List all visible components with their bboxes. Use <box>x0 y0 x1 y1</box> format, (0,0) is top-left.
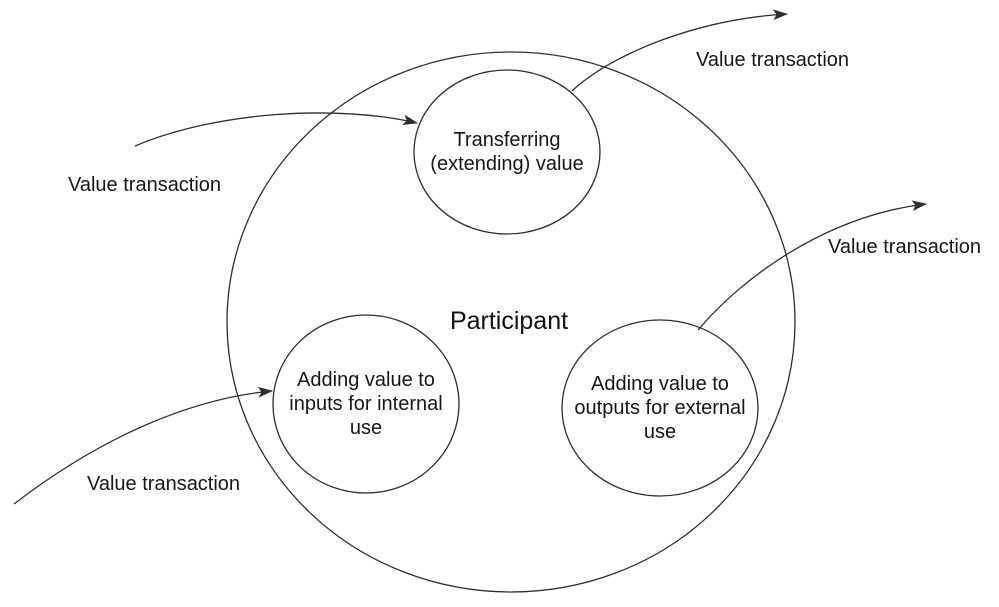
node-circle-transferring-value <box>413 69 601 235</box>
edge-label-outgoing-top-right: Value transaction <box>696 49 850 71</box>
node-circle-adding-value-external <box>561 319 759 497</box>
edge-label-incoming-bottom-left: Value transaction <box>87 473 241 495</box>
edge-incoming-bottom-left-arrow <box>13 386 274 505</box>
node-circle-adding-value-internal <box>272 314 460 494</box>
edge-outgoing-right-arrow <box>697 200 928 331</box>
node-label-adding-value-external: Adding value to outputs for external use <box>574 373 746 443</box>
node-label-adding-value-internal: Adding value to inputs for internal use <box>289 369 443 439</box>
participant-title: Participant <box>449 307 569 335</box>
edge-outgoing-top-right-arrow <box>571 9 789 92</box>
edge-incoming-top-left-arrow <box>134 112 419 147</box>
edge-label-incoming-top-left: Value transaction <box>68 174 222 196</box>
edge-label-outgoing-right: Value transaction <box>828 236 982 258</box>
node-label-transferring-value: Transferring (extending) value <box>430 129 584 175</box>
